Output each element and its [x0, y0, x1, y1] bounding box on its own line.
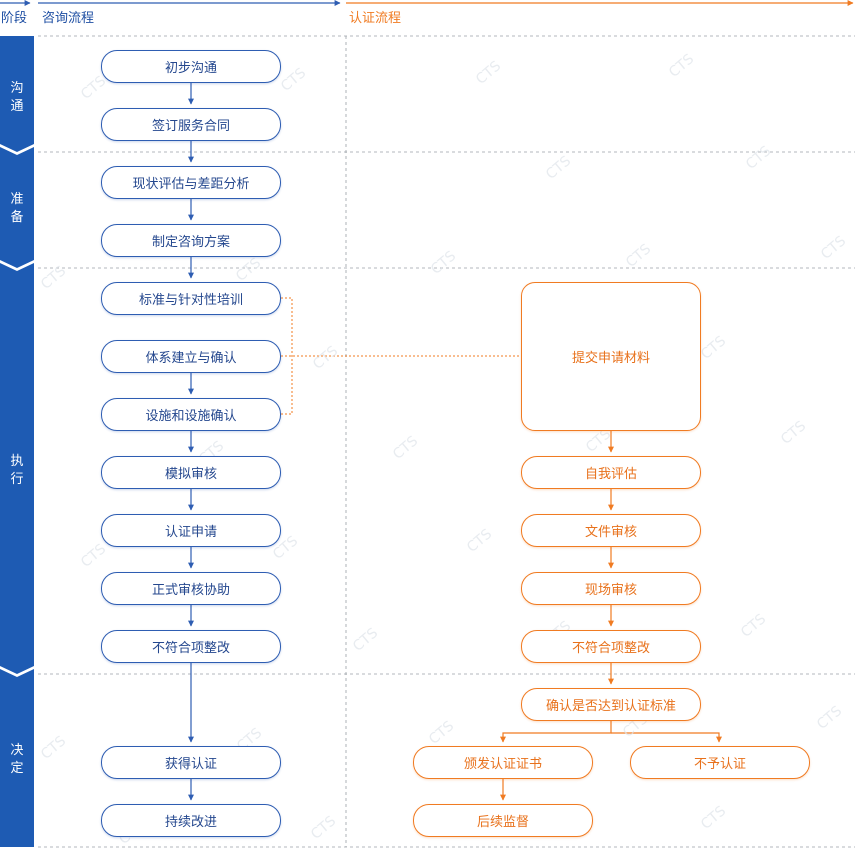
step-consult-plan[interactable]: 制定咨询方案: [101, 224, 281, 257]
step-facility-confirm[interactable]: 设施和设施确认: [101, 398, 281, 431]
step-mock-audit[interactable]: 模拟审核: [101, 456, 281, 489]
step-training[interactable]: 标准与针对性培训: [101, 282, 281, 315]
header-cert-process: 认证流程: [349, 11, 402, 26]
stage-bar-execute: [0, 263, 34, 674]
cert-onsite-audit[interactable]: 现场审核: [521, 572, 701, 605]
step-initial-communication[interactable]: 初步沟通: [101, 50, 281, 83]
step-formal-audit-support[interactable]: 正式审核协助: [101, 572, 281, 605]
step-system-setup[interactable]: 体系建立与确认: [101, 340, 281, 373]
step-nonconformity-fix[interactable]: 不符合项整改: [101, 630, 281, 663]
stage-bar-communicate: [0, 36, 34, 152]
step-obtain-cert[interactable]: 获得认证: [101, 746, 281, 779]
execute-link: [281, 297, 521, 415]
stage-dividers: [38, 35, 855, 848]
cert-reject[interactable]: 不予认证: [630, 746, 810, 779]
step-continuous-improvement[interactable]: 持续改进: [101, 804, 281, 837]
cert-submit-materials[interactable]: 提交申请材料: [521, 282, 701, 431]
cert-connectors: [500, 431, 722, 801]
cert-surveillance[interactable]: 后续监督: [413, 804, 593, 837]
cert-nonconformity-fix[interactable]: 不符合项整改: [521, 630, 701, 663]
cert-self-assessment[interactable]: 自我评估: [521, 456, 701, 489]
stage-label-communicate: 沟通: [10, 81, 24, 114]
stage-label-execute: 执行: [10, 454, 24, 487]
header-stage: 阶段: [1, 11, 28, 26]
step-sign-contract[interactable]: 签订服务合同: [101, 108, 281, 141]
stage-bar-prepare: [0, 147, 34, 268]
cert-issue-certificate[interactable]: 颁发认证证书: [413, 746, 593, 779]
step-cert-application[interactable]: 认证申请: [101, 514, 281, 547]
stage-label-decide: 决定: [10, 743, 24, 776]
stage-label-prepare: 准备: [10, 192, 24, 225]
step-gap-analysis[interactable]: 现状评估与差距分析: [101, 166, 281, 199]
stage-bar-decide: [0, 669, 34, 847]
cert-decision[interactable]: 确认是否达到认证标准: [521, 688, 701, 721]
cert-document-review[interactable]: 文件审核: [521, 514, 701, 547]
header-consult-process: 咨询流程: [42, 11, 95, 26]
